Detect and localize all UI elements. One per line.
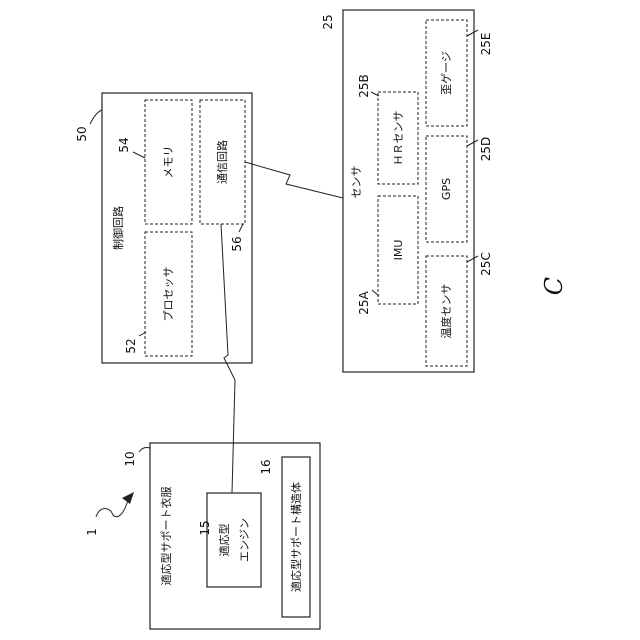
gps-label: GPS — [440, 178, 453, 200]
system-ref: 1 — [85, 528, 99, 536]
imu-ref: 25A — [357, 290, 371, 314]
gps-ref: 25D — [479, 137, 493, 162]
comm-circuit-ref-leader — [239, 224, 243, 232]
engine-box — [207, 493, 261, 587]
strain-gauge-label: 歪ゲージ — [440, 51, 453, 95]
control-circuit-ref-leader — [90, 110, 102, 124]
temp-sensor-ref-leader — [467, 256, 478, 262]
sensors-ref: 25 — [321, 14, 335, 29]
hr-sensor-ref: 25B — [357, 74, 371, 98]
garment-ref: 10 — [123, 451, 137, 466]
memory-ref-leader — [133, 152, 145, 158]
wireless-link-comm-to-sensors — [245, 162, 343, 198]
temp-sensor-label: 温度センサ — [439, 284, 453, 339]
strain-gauge-ref: 25E — [479, 33, 493, 56]
memory-label: メモリ — [162, 146, 175, 179]
engine-label-1: 適応型 — [217, 524, 231, 557]
system-ref-arrow-head — [122, 492, 134, 504]
figure-label: C — [540, 277, 568, 295]
wireless-link-comm-to-engine — [221, 224, 235, 493]
processor-ref: 52 — [124, 338, 138, 353]
structure-label: 適応型サポート構造体 — [289, 482, 303, 592]
structure-ref: 16 — [259, 459, 273, 474]
sensors-title: センサ — [350, 166, 363, 199]
hr-sensor-label: ＨＲセンサ — [392, 111, 405, 166]
engine-label-2: エンジン — [238, 518, 251, 562]
temp-sensor-ref: 25C — [479, 252, 493, 276]
control-circuit-ref: 50 — [75, 126, 89, 141]
system-ref-arrow-shaft — [96, 500, 128, 517]
control-circuit-title: 制御回路 — [111, 206, 125, 250]
gps-ref-leader — [467, 140, 478, 146]
memory-ref: 54 — [117, 137, 131, 152]
strain-gauge-ref-leader — [467, 30, 478, 36]
processor-label: プロセッサ — [162, 267, 175, 322]
comm-circuit-ref: 56 — [230, 236, 244, 251]
garment-title: 適応型サポート衣服 — [159, 487, 173, 586]
comm-circuit-label: 通信回路 — [216, 140, 229, 184]
garment-ref-leader — [139, 448, 150, 453]
imu-label: IMU — [392, 240, 405, 261]
engine-ref: 15 — [198, 520, 212, 535]
